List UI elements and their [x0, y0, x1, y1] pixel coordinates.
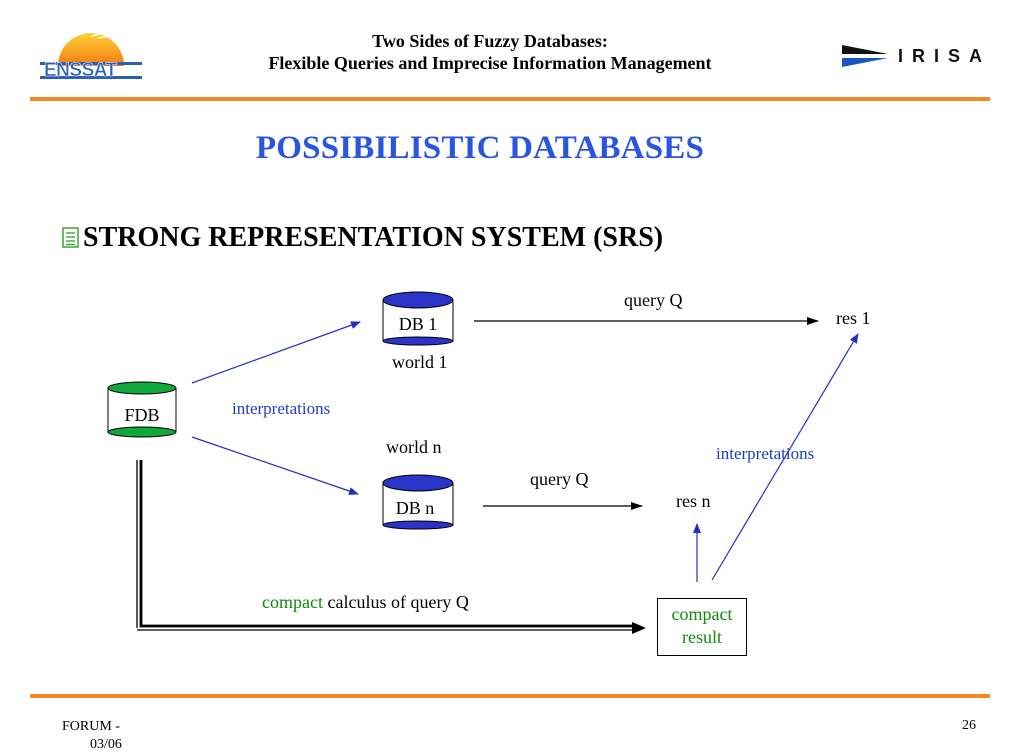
world1-label: world 1: [392, 352, 448, 372]
db1-cylinder: [382, 291, 454, 346]
arrow-fdb-to-db1: [191, 321, 361, 384]
worldn-label: world n: [386, 437, 442, 457]
arrow-compact-calculus: [136, 460, 646, 634]
compact-result-line2: result: [682, 627, 722, 647]
calculus-label: compact calculus of query Q: [262, 592, 469, 612]
footer-left: FORUM - 03/06: [62, 718, 122, 754]
enssat-sun-icon: [40, 28, 142, 79]
calculus-prefix: compact: [262, 592, 323, 612]
header-title: Two Sides of Fuzzy Databases: Flexible Q…: [200, 30, 780, 74]
dbn-cylinder: [382, 474, 454, 530]
footer-divider: [30, 694, 990, 698]
slide-title: POSSIBILISTIC DATABASES: [255, 130, 705, 166]
footer-left-line2: 03/06: [90, 737, 122, 752]
bullet-icon: [62, 227, 79, 248]
header-divider: [30, 97, 990, 101]
irisa-arrow-icon: [842, 45, 888, 67]
res1-label: res 1: [836, 308, 871, 328]
irisa-logo: IRISA: [840, 42, 990, 72]
enssat-logo: ENSSAT: [36, 26, 146, 82]
footer-left-line1: FORUM -: [62, 719, 120, 734]
enssat-logo-text: ENSSAT: [44, 60, 118, 82]
fdb-label: FDB: [124, 405, 160, 425]
bullet-item: STRONG REPRESENTATION SYSTEM (SRS): [62, 222, 663, 254]
header-title-line1: Two Sides of Fuzzy Databases:: [372, 31, 608, 51]
resn-label: res n: [676, 491, 711, 511]
irisa-logo-text: IRISA: [898, 46, 992, 66]
header-title-line2: Flexible Queries and Imprecise Informati…: [268, 53, 712, 73]
query-mid-label: query Q: [530, 469, 589, 489]
page-number: 26: [962, 718, 976, 733]
db1-label: DB 1: [398, 314, 438, 334]
compact-result-box: compact result: [657, 598, 747, 656]
calculus-suffix: calculus of query Q: [322, 592, 469, 612]
query-top-label: query Q: [624, 290, 683, 310]
arrow-compact-to-res1: [711, 333, 859, 581]
interpretations-right-label: interpretations: [716, 444, 815, 463]
fdb-cylinder: [107, 381, 177, 438]
interpretations-left-label: interpretations: [232, 399, 331, 418]
compact-result-line1: compact: [671, 604, 733, 624]
arrow-fdb-to-dbn: [191, 436, 359, 495]
dbn-label: DB n: [395, 498, 435, 518]
bullet-text: STRONG REPRESENTATION SYSTEM (SRS): [83, 222, 664, 253]
